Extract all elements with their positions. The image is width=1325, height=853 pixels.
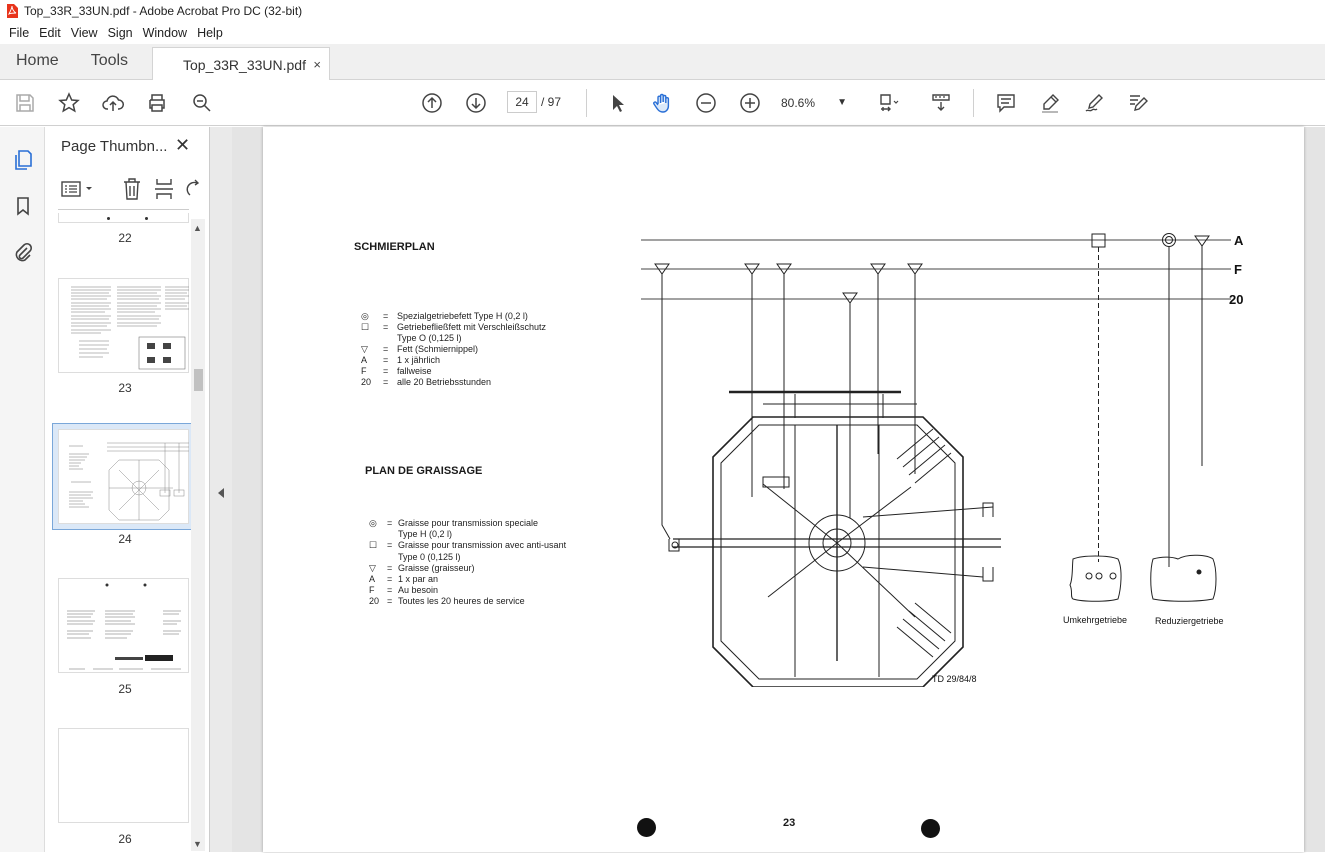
- menu-edit[interactable]: Edit: [39, 26, 61, 40]
- zoom-level: 80.6%: [781, 96, 816, 110]
- menu-file[interactable]: File: [9, 26, 30, 40]
- bookmark-star-icon[interactable]: [57, 91, 81, 115]
- tab-document-label: Top_33R_33UN.pdf: [183, 56, 306, 73]
- legend-row: F=Au besoin: [369, 585, 439, 596]
- document-viewer[interactable]: SCHMIERPLAN ◎=Spezialgetriebefett Type H…: [232, 127, 1325, 852]
- toolbar-divider: [58, 209, 189, 210]
- zoom-in-icon[interactable]: [738, 91, 762, 115]
- thumbnail-page-22[interactable]: [58, 213, 189, 223]
- zoom-search-icon[interactable]: [190, 91, 214, 115]
- thumbnail-label: 24: [118, 532, 132, 546]
- page-thumbnails-panel: Page Thumbn... ✕ 22 23: [45, 127, 210, 852]
- left-navigation-rail: [0, 127, 45, 852]
- menu-window[interactable]: Window: [142, 26, 188, 40]
- legend-de: ◎=Spezialgetriebefett Type H (0,2 l) ☐=G…: [361, 311, 546, 388]
- page-total: / 97: [541, 95, 562, 109]
- menu-view[interactable]: View: [70, 26, 98, 40]
- gear-label-umkehr: Umkehrgetriebe: [1063, 615, 1127, 625]
- heading-plan-de-graissage: PLAN DE GRAISSAGE: [365, 465, 483, 477]
- edit-text-icon[interactable]: [1126, 91, 1150, 115]
- tab-tools[interactable]: Tools: [90, 52, 129, 69]
- draw-sign-icon[interactable]: [1082, 91, 1106, 115]
- tab-home[interactable]: Home: [16, 52, 59, 69]
- menu-sign[interactable]: Sign: [107, 26, 133, 40]
- pdf-page: SCHMIERPLAN ◎=Spezialgetriebefett Type H…: [263, 127, 1304, 852]
- print-icon[interactable]: [145, 91, 169, 115]
- upload-cloud-icon[interactable]: [101, 91, 125, 115]
- panel-title: Page Thumbn...: [61, 138, 168, 155]
- zoom-out-icon[interactable]: [694, 91, 718, 115]
- scroll-up-icon[interactable]: ▲: [193, 223, 202, 233]
- select-cursor-icon[interactable]: [606, 91, 630, 115]
- legend-row: 20=alle 20 Betriebsstunden: [361, 377, 492, 387]
- thumbnail-label: 23: [118, 381, 132, 395]
- extract-pages-icon[interactable]: [153, 177, 175, 201]
- interval-label-a: A: [1234, 233, 1244, 248]
- thumbnail-scrollbar[interactable]: ▲ ▼: [191, 219, 205, 851]
- comment-icon[interactable]: [994, 91, 1018, 115]
- thumbnail-page-24[interactable]: [58, 429, 189, 524]
- main-toolbar: [0, 80, 1325, 126]
- lubrication-diagram: A F 20 Umkehrgetriebe Reduziergetriebe T…: [641, 233, 1244, 687]
- save-icon[interactable]: [13, 91, 37, 115]
- tab-close-icon[interactable]: ×: [313, 57, 321, 72]
- delete-trash-icon[interactable]: [121, 177, 143, 201]
- gear-label-reduzier: Reduziergetriebe: [1155, 616, 1224, 626]
- acrobat-pdf-icon: [7, 4, 18, 18]
- legend-row: A=1 x par an: [369, 574, 439, 585]
- punch-hole-left: [637, 818, 656, 837]
- legend-row: 20=Toutes les 20 heures de service: [369, 596, 525, 607]
- interval-label-f: F: [1234, 262, 1242, 277]
- attachments-paperclip-icon[interactable]: [12, 241, 34, 263]
- legend-row: Type 0 (0,125 l): [398, 551, 461, 562]
- heading-schmierplan: SCHMIERPLAN: [354, 241, 435, 253]
- legend-row: Type H (0,2 l): [398, 529, 453, 540]
- collapse-arrow-left-icon[interactable]: [217, 487, 225, 499]
- thumbnail-page-25[interactable]: [58, 578, 189, 673]
- scroll-mode-icon[interactable]: [929, 91, 953, 115]
- legend-row: F=fallweise: [361, 366, 432, 376]
- punch-hole-right: [921, 819, 940, 838]
- thumbnail-label: 25: [118, 682, 132, 696]
- hand-tool-icon[interactable]: [650, 91, 674, 115]
- thumbnail-label: 26: [118, 832, 132, 846]
- page-number-printed: 23: [783, 817, 796, 829]
- thumbnail-page-23[interactable]: [58, 278, 189, 373]
- menu-help[interactable]: Help: [197, 26, 223, 40]
- legend-row: ▽=Fett (Schmiernippel): [361, 344, 479, 354]
- zoom-level-dropdown[interactable]: 80.6% ▼: [781, 93, 851, 113]
- thumbnail-label: 22: [118, 231, 132, 245]
- bookmarks-icon[interactable]: [12, 195, 34, 217]
- legend-row: ◎=Graisse pour transmission speciale: [369, 518, 539, 528]
- highlight-pen-icon[interactable]: [1038, 91, 1062, 115]
- legend-row: A=1 x jährlich: [361, 355, 441, 365]
- panel-collapse-bar[interactable]: [210, 127, 232, 852]
- fit-page-icon[interactable]: [876, 91, 900, 115]
- legend-row: ▽=Graisse (graisseur): [369, 562, 475, 573]
- legend-row: ☐=Graisse pour transmission avec anti-us…: [369, 540, 567, 551]
- window-title: Top_33R_33UN.pdf - Adobe Acrobat Pro DC …: [24, 4, 303, 18]
- thumbnail-list: 22 23: [45, 213, 205, 853]
- thumbnail-options-menu-icon[interactable]: [61, 179, 97, 199]
- scrollbar-thumb[interactable]: [194, 369, 203, 391]
- next-page-icon[interactable]: [464, 91, 488, 115]
- panel-close-icon[interactable]: ✕: [175, 135, 191, 155]
- interval-label-20: 20: [1229, 292, 1243, 307]
- page-number-input[interactable]: 24: [507, 91, 537, 113]
- window-title-bar: Top_33R_33UN.pdf - Adobe Acrobat Pro DC …: [0, 0, 1325, 22]
- chevron-down-icon: ▼: [837, 97, 847, 108]
- scroll-down-icon[interactable]: ▼: [193, 839, 202, 849]
- previous-page-icon[interactable]: [420, 91, 444, 115]
- page-thumbnails-icon[interactable]: [12, 149, 34, 171]
- tab-bar: Home Tools Top_33R_33UN.pdf ×: [0, 44, 1325, 81]
- legend-row: ◎=Spezialgetriebefett Type H (0,2 l): [361, 311, 528, 321]
- drawing-reference: TD 29/84/8: [932, 674, 977, 684]
- thumbnail-page-26[interactable]: [58, 728, 189, 823]
- rotate-page-icon[interactable]: [185, 177, 199, 201]
- legend-fr: ◎=Graisse pour transmission speciale Typ…: [369, 518, 566, 608]
- legend-row: ☐=Getriebefließfett mit Verschleißschutz: [361, 322, 547, 332]
- tab-document[interactable]: Top_33R_33UN.pdf ×: [152, 47, 330, 81]
- legend-row: Type O (0,125 l): [397, 333, 462, 343]
- menu-bar: File Edit View Sign Window Help: [0, 22, 1325, 44]
